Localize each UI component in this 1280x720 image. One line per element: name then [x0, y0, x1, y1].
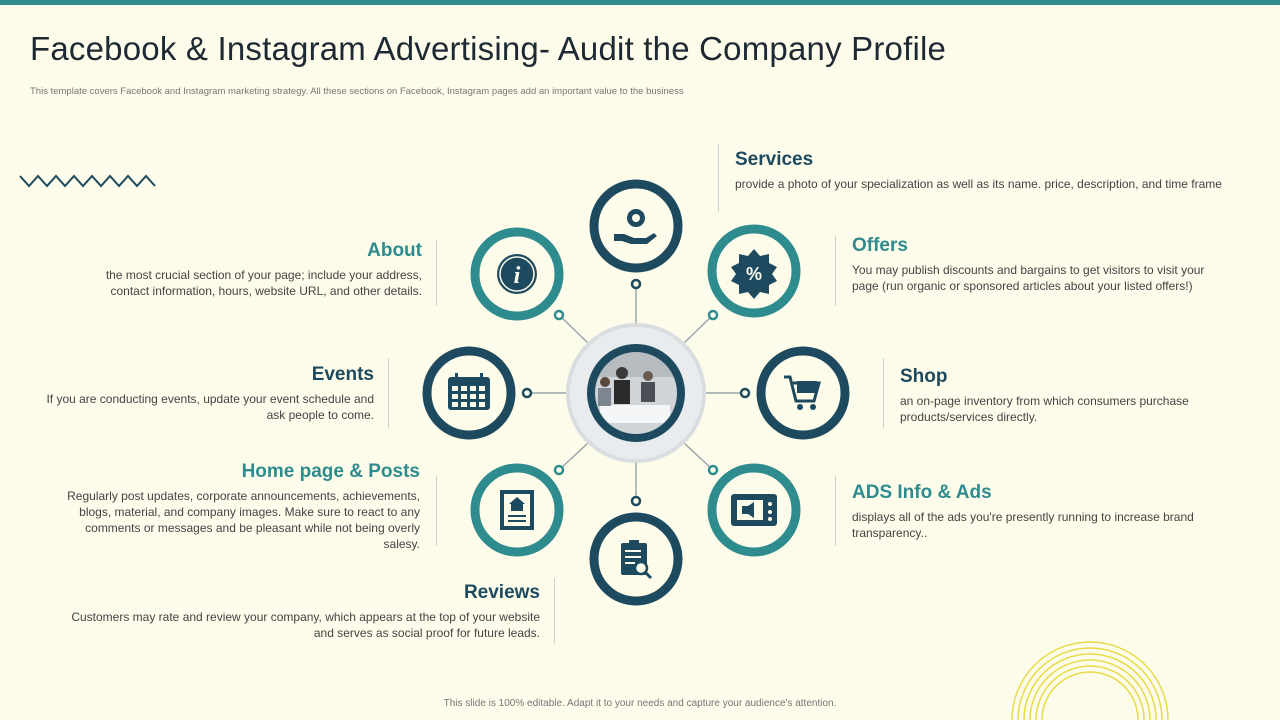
calendar-icon — [448, 373, 490, 410]
shop-node — [756, 346, 850, 440]
events-divider — [388, 358, 389, 428]
clipboard-search-icon — [621, 540, 653, 580]
home-document-icon — [500, 490, 534, 530]
gear-hand-icon — [614, 209, 657, 244]
about-divider — [436, 240, 437, 306]
events-section: Events If you are conducting events, upd… — [34, 364, 374, 423]
homepage-section: Home page & Posts Regularly post updates… — [58, 461, 420, 552]
offers-section: Offers You may publish discounts and bar… — [852, 235, 1217, 294]
shop-description: an on-page inventory from which consumer… — [900, 394, 1189, 424]
ads-node — [707, 463, 801, 557]
ads-description: displays all of the ads you're presently… — [852, 510, 1194, 540]
page-title: Facebook & Instagram Advertising- Audit … — [30, 30, 947, 67]
services-section: Services provide a photo of your special… — [735, 149, 1245, 192]
homepage-description: Regularly post updates, corporate announ… — [67, 489, 420, 551]
ad-screen-icon — [731, 494, 777, 526]
events-title: Events — [311, 364, 374, 385]
shop-divider — [883, 358, 884, 428]
services-description: provide a photo of your specialization a… — [735, 177, 1222, 191]
zigzag-decoration — [19, 174, 156, 188]
connector-lines — [527, 284, 745, 501]
services-node — [589, 179, 683, 273]
shopping-cart-icon — [784, 375, 821, 410]
discount-badge-icon: % — [731, 249, 777, 299]
about-description: the most crucial section of your page; i… — [105, 268, 422, 298]
about-title: About — [367, 240, 422, 261]
events-description: If you are conducting events, update you… — [46, 392, 374, 422]
info-icon: i — [497, 254, 537, 294]
reviews-description: Customers may rate and review your compa… — [71, 610, 540, 640]
page-subtitle: This template covers Facebook and Instag… — [30, 86, 684, 97]
homepage-node — [470, 463, 564, 557]
offers-title: Offers — [852, 235, 908, 256]
shop-title: Shop — [900, 366, 948, 387]
reviews-section: Reviews Customers may rate and review yo… — [62, 582, 540, 641]
about-node: i — [470, 227, 564, 321]
center-hub — [566, 323, 706, 463]
shop-section: Shop an on-page inventory from which con… — [900, 366, 1230, 425]
footer-note: This slide is 100% editable. Adapt it to… — [443, 698, 837, 709]
reviews-title: Reviews — [463, 582, 540, 603]
ads-title: ADS Info & Ads — [852, 482, 992, 503]
homepage-title: Home page & Posts — [241, 461, 420, 482]
reviews-divider — [554, 578, 555, 644]
connector-dots — [521, 278, 751, 507]
services-title: Services — [735, 149, 814, 170]
offers-description: You may publish discounts and bargains t… — [852, 263, 1205, 293]
reviews-node — [589, 512, 683, 606]
about-section: About the most crucial section of your p… — [70, 240, 422, 299]
top-accent-bar — [0, 0, 1280, 5]
offers-divider — [835, 236, 836, 306]
homepage-divider — [436, 476, 437, 546]
svg-text:i: i — [514, 263, 521, 289]
events-node — [422, 346, 516, 440]
svg-text:%: % — [746, 264, 762, 284]
arc-decoration — [1011, 641, 1169, 720]
ads-divider — [835, 476, 836, 546]
services-divider — [718, 144, 719, 212]
offers-node: % — [707, 224, 801, 318]
ads-section: ADS Info & Ads displays all of the ads y… — [852, 482, 1212, 541]
